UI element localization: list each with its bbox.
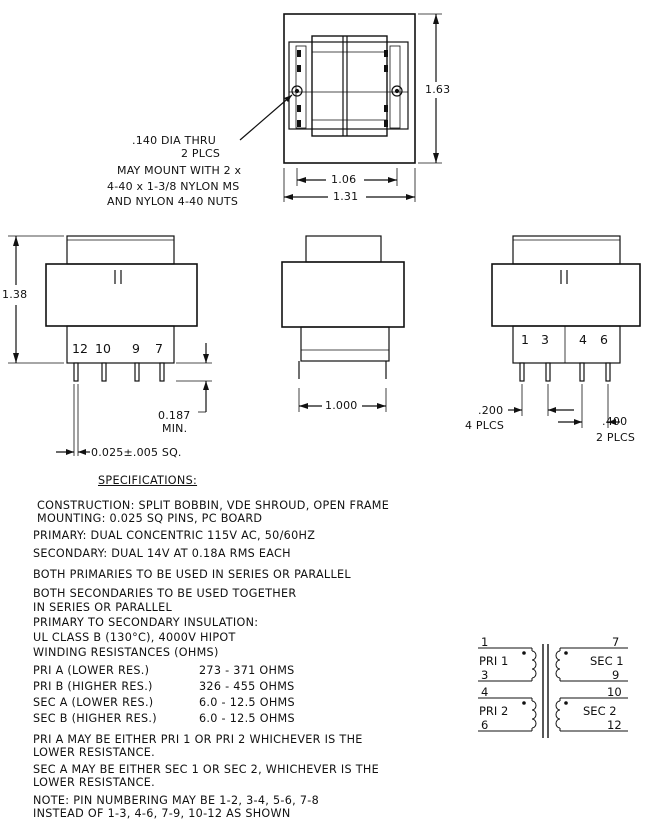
resistance-value-sec-b: 6.0 - 12.5 OHMS: [199, 712, 295, 725]
left-pin-label-10: 10: [95, 341, 111, 356]
resistance-value-sec-a: 6.0 - 12.5 OHMS: [199, 696, 295, 709]
resistance-value-pri-a: 273 - 371 OHMS: [199, 664, 295, 677]
hole-callout-line-2: 2 PLCS: [181, 147, 221, 160]
note-pin-numbering-1: NOTE: PIN NUMBERING MAY BE 1-2, 3-4, 5-6…: [33, 794, 320, 807]
spec-secondaries-2: IN SERIES OR PARALLEL: [33, 601, 173, 614]
center-view: [281, 235, 405, 412]
schematic-sec1-bottom-pin: 9: [612, 668, 620, 682]
note-sec-a-2: LOWER RESISTANCE.: [33, 776, 155, 789]
left-pin-label-12: 12: [72, 341, 88, 356]
schematic: [478, 644, 628, 738]
schematic-sec2-top-pin: 10: [607, 685, 622, 699]
resistance-name-pri-a: PRI A (LOWER RES.): [33, 664, 150, 677]
schematic-pri1-bottom-pin: 3: [481, 668, 489, 682]
spec-construction: CONSTRUCTION: SPLIT BOBBIN, VDE SHROUD, …: [37, 499, 390, 512]
schematic-pri1-top-pin: 1: [481, 635, 489, 649]
note-pin-numbering-2: INSTEAD OF 1-3, 4-6, 7-9, 10-12 AS SHOWN: [33, 807, 291, 820]
top-dim-width: 1.31: [333, 190, 359, 203]
resistance-value-pri-b: 326 - 455 OHMS: [199, 680, 295, 693]
schematic-sec2-bottom-pin: 12: [607, 718, 622, 732]
spec-resistances-title: WINDING RESISTANCES (OHMS): [33, 646, 219, 659]
right-dim-pitch-count: 4 PLCS: [465, 419, 505, 432]
left-dim-height: 1.38: [2, 288, 28, 301]
top-dim-hole-spacing: 1.06: [331, 173, 357, 186]
schematic-sec2-name: SEC 2: [583, 704, 617, 718]
resistance-name-sec-b: SEC B (HIGHER RES.): [33, 712, 157, 725]
left-pin-label-9: 9: [132, 341, 140, 356]
spec-primary: PRIMARY: DUAL CONCENTRIC 115V AC, 50/60H…: [33, 529, 316, 542]
schematic-pri2-name: PRI 2: [479, 704, 509, 718]
top-dim-height: 1.63: [425, 83, 451, 96]
schematic-sec1-top-pin: 7: [612, 635, 620, 649]
center-dim-width: 1.000: [325, 399, 358, 412]
left-dim-pin-size: 0.025±.005 SQ.: [91, 446, 182, 459]
right-dim-gap-count: 2 PLCS: [596, 431, 636, 444]
schematic-pri2-top-pin: 4: [481, 685, 489, 699]
spec-mounting: MOUNTING: 0.025 SQ PINS, PC BOARD: [37, 512, 263, 525]
schematic-sec1-name: SEC 1: [590, 654, 624, 668]
right-coil-mark: 11: [559, 268, 575, 282]
spec-insulation: PRIMARY TO SECONDARY INSULATION:: [33, 616, 259, 629]
right-view: [491, 235, 641, 428]
resistance-name-sec-a: SEC A (LOWER RES.): [33, 696, 154, 709]
right-dim-gap: .400: [602, 415, 628, 428]
spec-secondary: SECONDARY: DUAL 14V AT 0.18A RMS EACH: [33, 547, 291, 560]
specs-title: SPECIFICATIONS:: [98, 474, 198, 487]
hole-callout-line-3: MAY MOUNT WITH 2 x: [117, 164, 242, 177]
right-pin-label-4: 4: [579, 332, 587, 347]
right-dim-pitch: .200: [478, 404, 504, 417]
note-pri-a-1: PRI A MAY BE EITHER PRI 1 OR PRI 2 WHICH…: [33, 733, 363, 746]
top-view: [239, 13, 442, 202]
spec-hipot: UL CLASS B (130°C), 4000V HIPOT: [33, 631, 236, 644]
left-dim-pin-length: 0.187: [158, 409, 191, 422]
note-pri-a-2: LOWER RESISTANCE.: [33, 746, 155, 759]
left-view: [8, 235, 212, 456]
note-sec-a-1: SEC A MAY BE EITHER SEC 1 OR SEC 2, WHIC…: [33, 763, 379, 776]
hole-callout-line-4: 4-40 x 1-3/8 NYLON MS: [107, 180, 240, 193]
left-pin-label-7: 7: [155, 341, 163, 356]
schematic-pri2-bottom-pin: 6: [481, 718, 489, 732]
schematic-pri1-name: PRI 1: [479, 654, 509, 668]
spec-secondaries-1: BOTH SECONDARIES TO BE USED TOGETHER: [33, 587, 297, 600]
left-dim-pin-length-min: MIN.: [162, 422, 188, 435]
resistance-name-pri-b: PRI B (HIGHER RES.): [33, 680, 153, 693]
hole-callout-line-5: AND NYLON 4-40 NUTS: [107, 195, 239, 208]
right-pin-label-6: 6: [600, 332, 608, 347]
left-coil-mark: 11: [113, 268, 129, 282]
spec-primaries: BOTH PRIMARIES TO BE USED IN SERIES OR P…: [33, 568, 351, 581]
right-pin-label-3: 3: [541, 332, 549, 347]
right-pin-label-1: 1: [521, 332, 529, 347]
hole-callout-line-1: .140 DIA THRU: [132, 134, 217, 147]
